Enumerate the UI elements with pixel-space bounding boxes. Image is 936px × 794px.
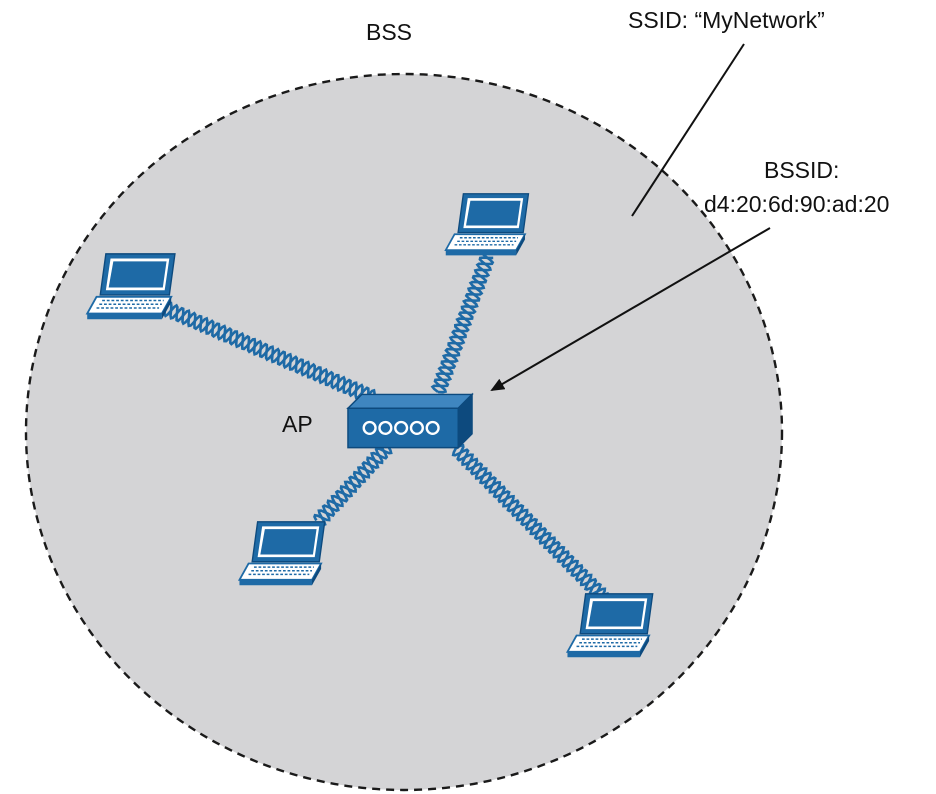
radio-links [157, 253, 610, 604]
ssid-pointer-line [631, 43, 745, 217]
ap-label: AP [282, 411, 313, 437]
bss-label: BSS [366, 19, 412, 45]
bssid-pointer-arrow [490, 227, 771, 392]
radio-link-wave [430, 253, 495, 394]
radio-link-wave [160, 298, 375, 406]
radio-link-wave [455, 443, 610, 601]
access-point-icon[interactable] [346, 393, 474, 449]
bssid-title: BSSID: [764, 157, 839, 183]
bssid-value: d4:20:6d:90:ad:20 [704, 191, 889, 217]
ssid-label: SSID: “MyNetwork” [628, 7, 825, 33]
radio-link-wave [433, 256, 494, 394]
radio-link-wave [313, 445, 393, 522]
